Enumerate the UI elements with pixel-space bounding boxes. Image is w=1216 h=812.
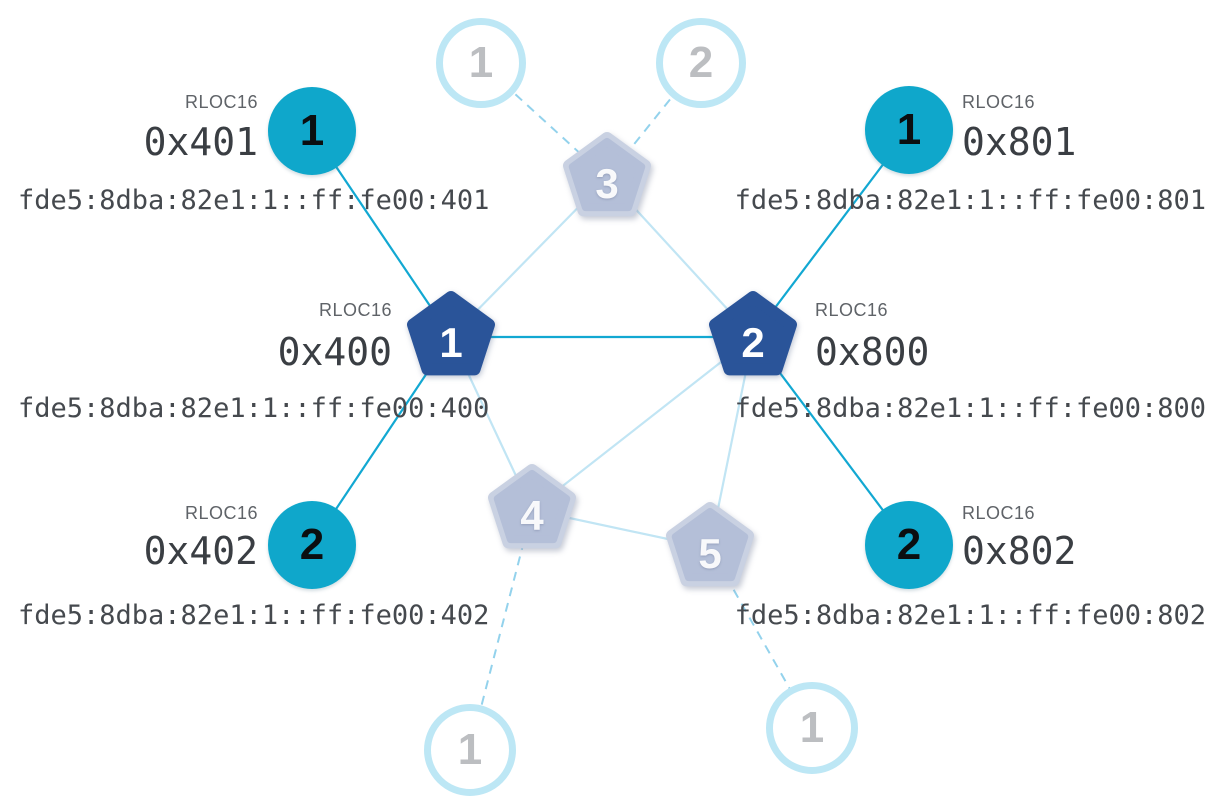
pentagon-shape xyxy=(563,132,651,217)
rloc16-title-child-1-right: RLOC16 xyxy=(962,92,1036,112)
node-number: 1 xyxy=(299,106,325,155)
rloc16-value-router-2: 0x800 xyxy=(815,330,930,374)
node-child-2-left[interactable]: 2 xyxy=(268,501,356,589)
node-child-1-left[interactable]: 1 xyxy=(268,87,356,175)
node-router-3[interactable]: 3 xyxy=(552,123,662,233)
pentagon-shape xyxy=(666,502,754,587)
rloc16-value-child-1-left: 0x401 xyxy=(143,120,258,164)
node-child-2-right[interactable]: 2 xyxy=(865,501,953,589)
node-router-4[interactable]: 4 xyxy=(477,455,587,565)
node-number: 1 xyxy=(439,319,463,366)
rloc16-value-router-1: 0x400 xyxy=(277,330,392,374)
rloc16-value-child-2-right: 0x802 xyxy=(962,529,1077,573)
node-faded-bottom-left[interactable]: 1 xyxy=(424,704,516,796)
node-router-1[interactable]: 1 xyxy=(396,282,506,392)
pentagon-shape xyxy=(407,291,495,376)
node-faded-top-1[interactable]: 1 xyxy=(436,18,526,108)
pentagon-shape xyxy=(709,291,797,376)
ipv6-child-2-left: fde5:8dba:82e1:1::ff:fe00:402 xyxy=(18,600,490,631)
node-number: 1 xyxy=(896,105,922,154)
pentagon-shape xyxy=(488,464,576,549)
node-number: 4 xyxy=(520,492,544,539)
node-number: 2 xyxy=(688,38,714,87)
link-fadedtop1-router3 xyxy=(479,61,608,179)
ipv6-router-2: fde5:8dba:82e1:1::ff:fe00:800 xyxy=(734,393,1206,424)
node-number: 1 xyxy=(468,38,494,87)
rloc16-title-child-2-right: RLOC16 xyxy=(962,503,1036,523)
node-faded-top-2[interactable]: 2 xyxy=(656,18,746,108)
node-number: 3 xyxy=(595,160,619,207)
node-number: 5 xyxy=(698,530,722,577)
rloc16-value-child-1-right: 0x801 xyxy=(962,120,1077,164)
node-number: 1 xyxy=(799,703,825,752)
rloc16-title-child-2-left: RLOC16 xyxy=(184,503,258,523)
rloc16-title-router-1: RLOC16 xyxy=(318,300,392,320)
ipv6-child-1-left: fde5:8dba:82e1:1::ff:fe00:401 xyxy=(18,185,490,216)
rloc16-value-child-2-left: 0x402 xyxy=(143,529,258,573)
ipv6-child-2-right: fde5:8dba:82e1:1::ff:fe00:802 xyxy=(734,600,1206,631)
node-router-2[interactable]: 2 xyxy=(698,282,808,392)
rloc16-title-router-2: RLOC16 xyxy=(815,300,889,320)
node-router-5[interactable]: 5 xyxy=(655,493,765,603)
rloc16-title-child-1-left: RLOC16 xyxy=(184,92,258,112)
ipv6-router-1: fde5:8dba:82e1:1::ff:fe00:400 xyxy=(18,393,490,424)
node-number: 1 xyxy=(457,725,483,774)
node-number: 2 xyxy=(896,520,922,569)
node-number: 2 xyxy=(741,319,765,366)
link-router2-router4 xyxy=(531,336,754,511)
node-child-1-right[interactable]: 1 xyxy=(865,86,953,174)
node-faded-bottom-right[interactable]: 1 xyxy=(766,682,858,774)
ipv6-child-1-right: fde5:8dba:82e1:1::ff:fe00:801 xyxy=(734,185,1206,216)
node-number: 2 xyxy=(299,520,325,569)
